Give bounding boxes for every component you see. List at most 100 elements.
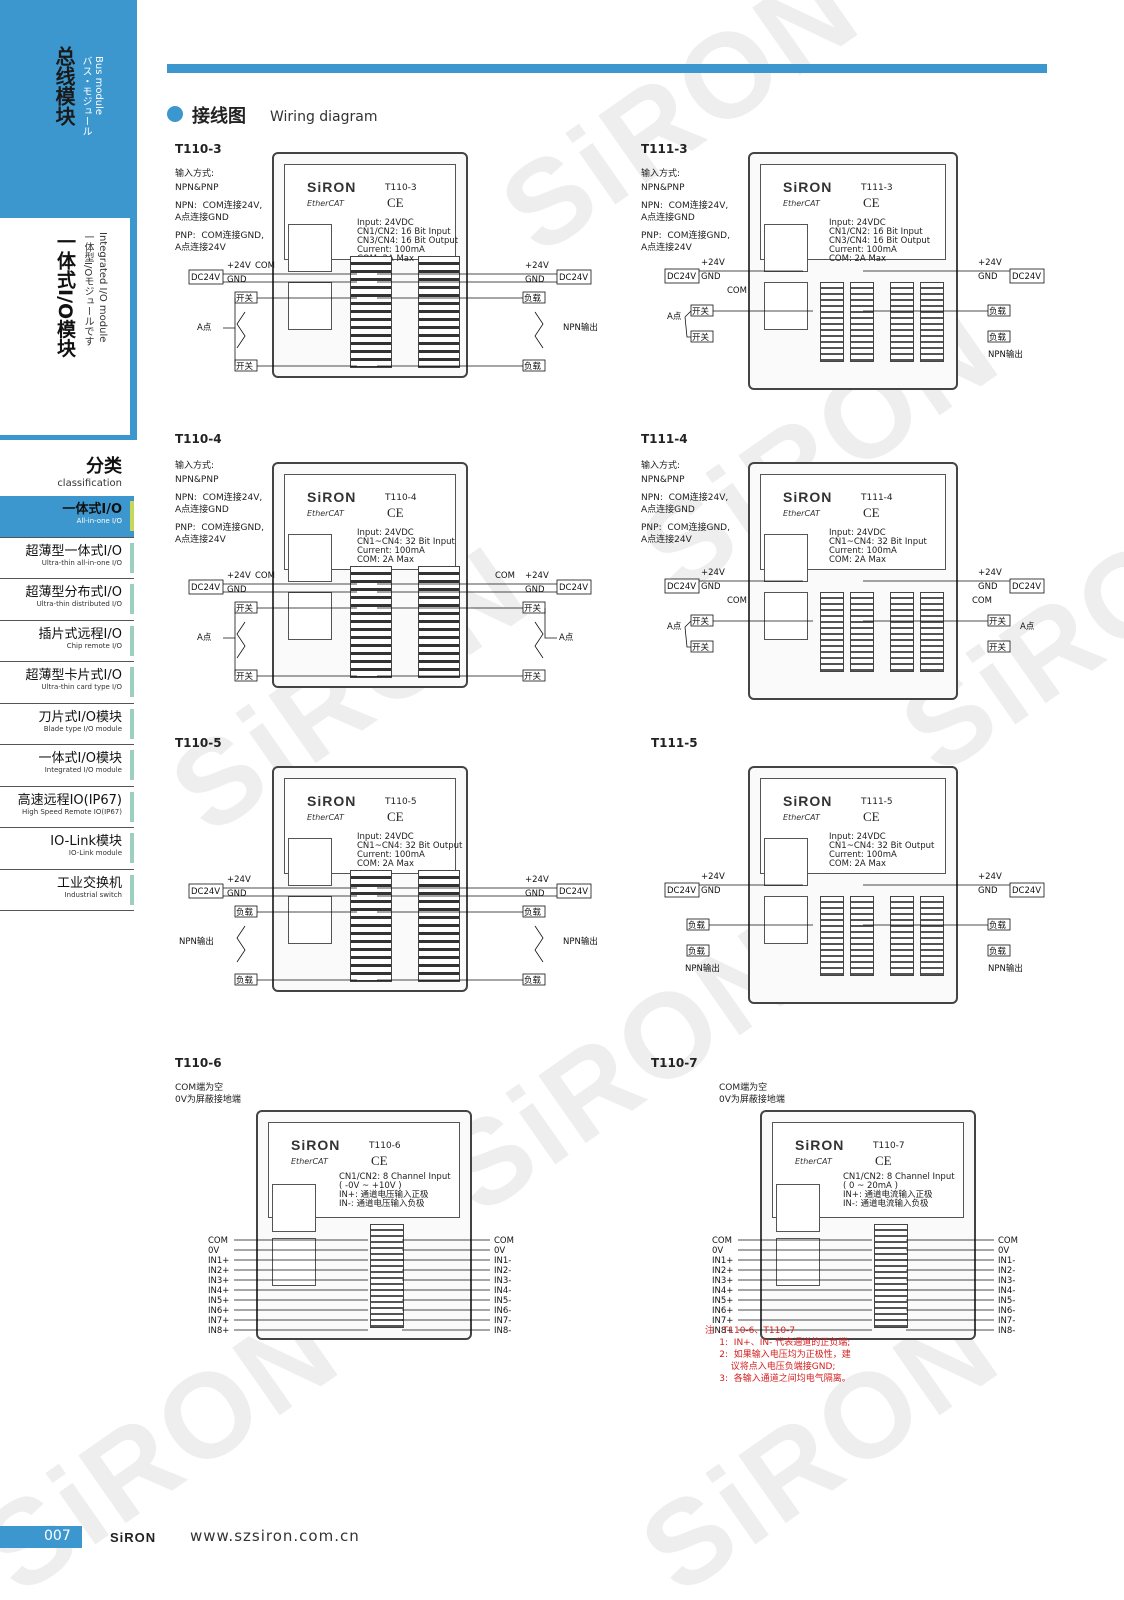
com-label: COM xyxy=(255,571,275,581)
a-point-label: A点 xyxy=(559,633,574,643)
load-box xyxy=(522,905,546,918)
wavy-break-icon xyxy=(534,925,544,963)
connector-icon xyxy=(920,282,944,362)
section-bullet-icon xyxy=(167,106,183,122)
gnd-label: GND xyxy=(701,886,721,896)
plus24v-label: +24V xyxy=(525,571,549,581)
module-title: T110-5 xyxy=(175,736,222,750)
rj45-port-icon xyxy=(764,896,808,944)
ethercat-logo: EtherCAT xyxy=(783,813,820,822)
module-model: T110-5 xyxy=(385,797,417,807)
footer-url[interactable]: www.szsiron.com.cn xyxy=(190,1527,360,1545)
pin-label-right: IN8- xyxy=(998,1326,1015,1336)
connector-icon xyxy=(820,282,844,362)
pnp-note: PNP: COM连接GND, A点连接24V xyxy=(175,523,264,545)
pnp-note: PNP: COM连接GND, A点连接24V xyxy=(641,523,730,545)
connector-icon xyxy=(890,896,914,976)
load-label: 负载 xyxy=(989,946,1007,957)
pin-label-right: IN5- xyxy=(494,1296,511,1306)
terminal-block xyxy=(350,566,392,678)
pin-label-left: COM xyxy=(712,1236,732,1246)
pin-label-right: 0V xyxy=(998,1246,1009,1256)
ce-mark-icon: CE xyxy=(387,809,404,824)
wire xyxy=(544,608,557,639)
a-point-label: A点 xyxy=(1020,622,1035,632)
com-note: COM端为空 0V为屏蔽接地端 xyxy=(175,1083,241,1105)
pin-label-left: IN1+ xyxy=(208,1256,229,1266)
npn-note: NPN: COM连接24V, A点连接GND xyxy=(641,493,729,515)
module-model: T110-3 xyxy=(385,183,417,193)
dc24v-label: DC24V xyxy=(1012,886,1041,896)
module-model: T110-4 xyxy=(385,493,417,503)
input-mode-label: 输入方式: xyxy=(175,169,215,179)
wavy-break-icon xyxy=(236,925,246,963)
module-spec: Input: 24VDC CN1~CN4: 32 Bit Output Curr… xyxy=(357,832,463,869)
load-box xyxy=(522,291,546,304)
load-box xyxy=(987,944,1011,957)
module-brand: SiRON xyxy=(783,489,833,505)
footer-logo: SiRON xyxy=(110,1530,157,1545)
pin-label-right: IN7- xyxy=(998,1316,1015,1326)
classification-heading: 分类 classification xyxy=(57,456,122,489)
plus24v-label: +24V xyxy=(227,261,251,271)
com-label: COM xyxy=(255,261,275,271)
load-label: 负载 xyxy=(688,946,706,957)
gnd-label: GND xyxy=(227,585,247,595)
gnd-label: GND xyxy=(701,272,721,282)
ce-mark-icon: CE xyxy=(863,505,880,520)
load-label: 负载 xyxy=(989,332,1007,343)
sidebar-item-high-speed-remote[interactable]: 高速远程IO(IP67)High Speed Remote IO(IP67) xyxy=(0,787,134,828)
subsection-title-en: Integrated I/O module xyxy=(97,232,108,343)
npn-note: NPN: COM连接24V, A点连接GND xyxy=(175,201,263,223)
pin-label-right: IN4- xyxy=(998,1286,1015,1296)
pin-label-left: IN2+ xyxy=(712,1266,733,1276)
pin-label-right: IN3- xyxy=(494,1276,511,1286)
connector-icon xyxy=(850,592,874,672)
load-label: 负载 xyxy=(688,920,706,931)
plus24v-label: +24V xyxy=(701,568,725,578)
dc24v-label: DC24V xyxy=(667,886,696,896)
module-brand: SiRON xyxy=(783,793,833,809)
wavy-break-icon xyxy=(534,621,544,659)
rj45-port-icon xyxy=(764,838,808,886)
wire xyxy=(684,626,691,648)
connector-icon xyxy=(920,896,944,976)
switch-box xyxy=(690,614,714,627)
plus24v-label: +24V xyxy=(978,872,1002,882)
ethercat-logo: EtherCAT xyxy=(783,509,820,518)
ce-mark-icon: CE xyxy=(371,1153,388,1168)
wire xyxy=(684,316,691,338)
gnd-label: GND xyxy=(978,582,998,592)
ce-mark-icon: CE xyxy=(863,809,880,824)
dc24v-label: DC24V xyxy=(559,273,588,283)
rj45-port-icon xyxy=(272,1184,316,1232)
switch-label: 开关 xyxy=(524,603,542,614)
page-subtitle: Wiring diagram xyxy=(270,109,378,125)
switch-label: 开关 xyxy=(989,642,1007,653)
pin-label-left: 0V xyxy=(208,1246,219,1256)
module-title: T110-7 xyxy=(651,1056,698,1070)
module-brand: SiRON xyxy=(307,179,357,195)
connector-icon xyxy=(850,896,874,976)
dc24v-label: DC24V xyxy=(667,272,696,282)
connector-icon xyxy=(820,592,844,672)
load-box xyxy=(234,905,258,918)
pin-label-left: IN6+ xyxy=(712,1306,733,1316)
gnd-label: GND xyxy=(701,582,721,592)
plus24v-label: +24V xyxy=(525,261,549,271)
